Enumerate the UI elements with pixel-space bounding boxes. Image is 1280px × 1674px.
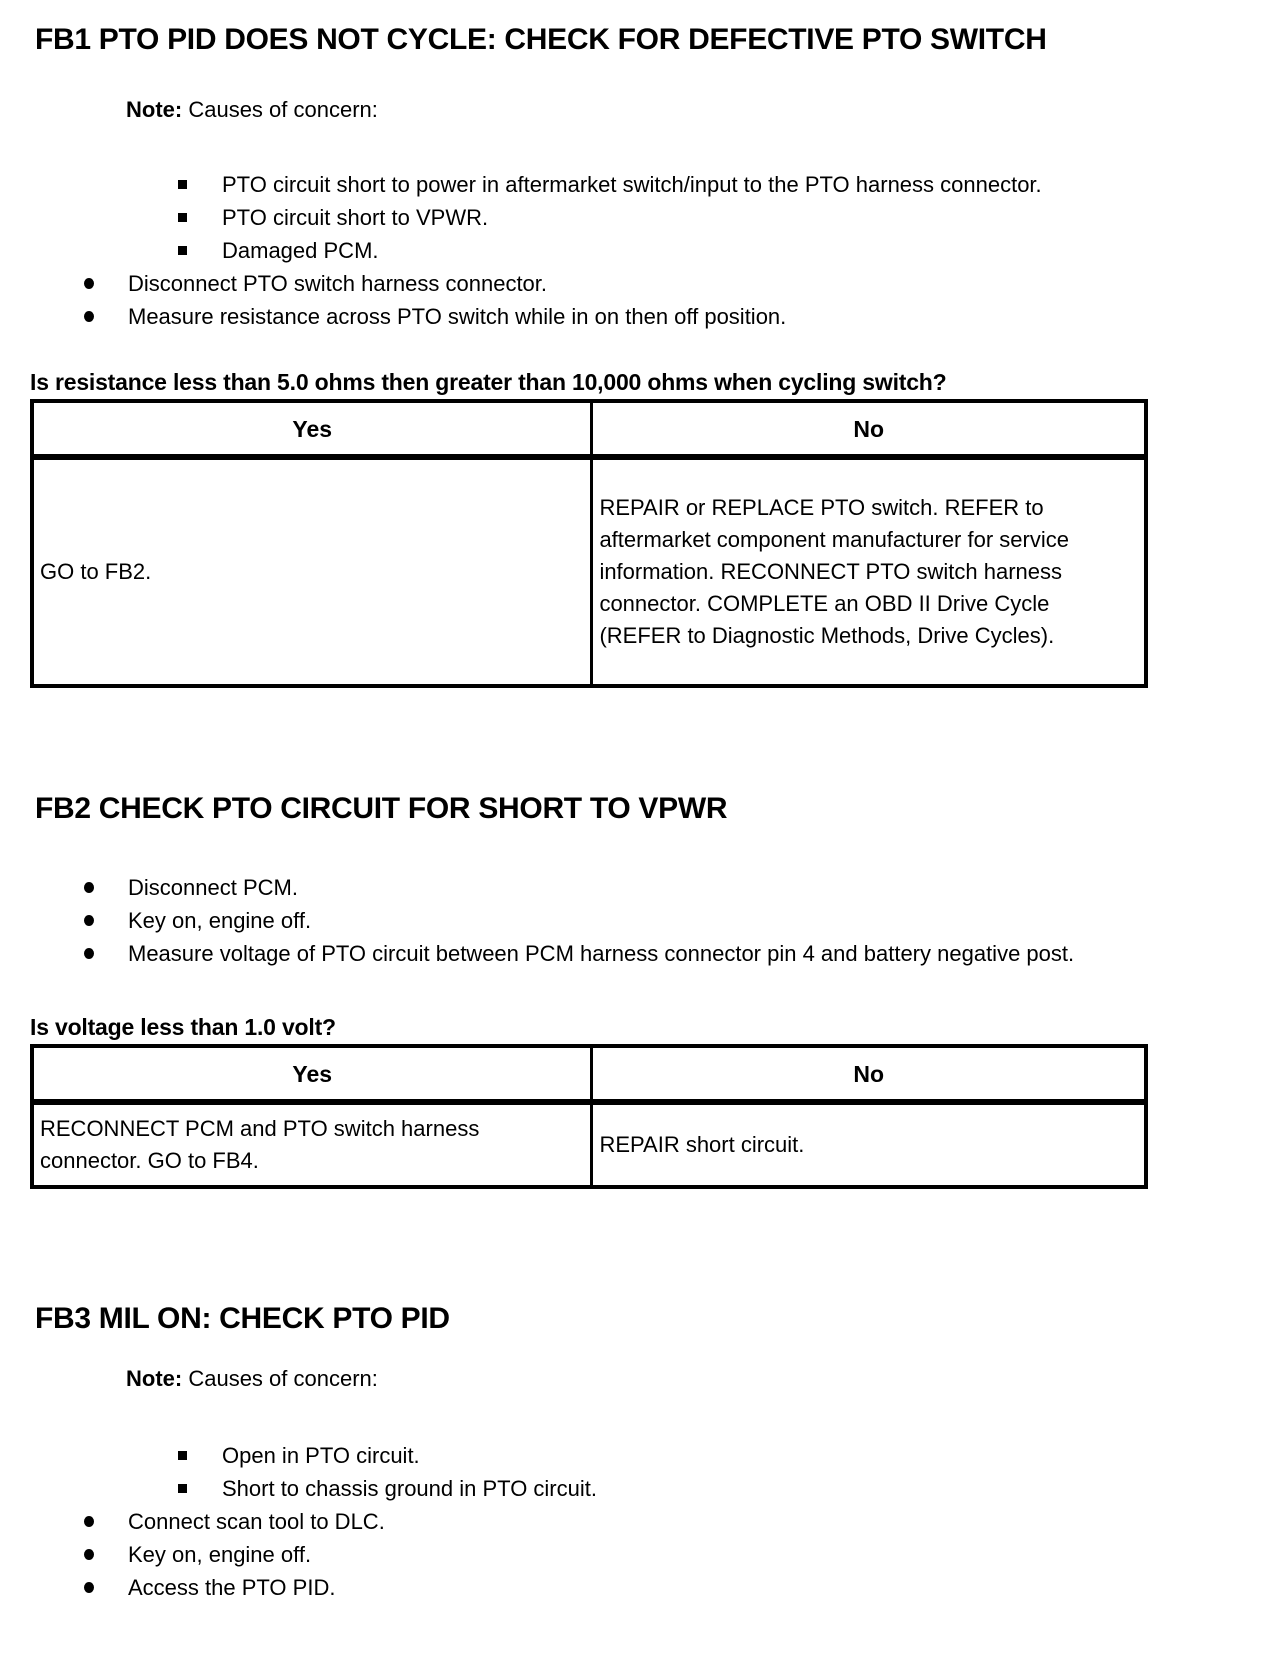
fb1-question: Is resistance less than 5.0 ohms then gr… xyxy=(30,369,947,395)
fb2-step-list: Disconnect PCM. Key on, engine off. Meas… xyxy=(0,871,1280,970)
no-action-cell: REPAIR short circuit. xyxy=(593,1105,1144,1185)
yes-action-cell: RECONNECT PCM and PTO switch harness con… xyxy=(34,1105,594,1185)
cause-item: PTO circuit short to power in aftermarke… xyxy=(178,168,1072,201)
step-item: Measure resistance across PTO switch whi… xyxy=(84,300,1078,333)
no-action-text: REPAIR short circuit. xyxy=(599,1132,805,1157)
no-header-cell: No xyxy=(853,416,885,442)
fb3-note-label: Note: xyxy=(126,1366,183,1391)
fb1-step-list: Disconnect PTO switch harness connector.… xyxy=(0,267,1280,333)
fb3-note-text: Causes of concern: xyxy=(182,1366,378,1391)
fb1-table-body-row: GO to FB2. REPAIR or REPLACE PTO switch.… xyxy=(34,460,1144,684)
cause-item: Short to chassis ground in PTO circuit. xyxy=(178,1472,1072,1505)
fb3-heading: FB3 MIL ON: CHECK PTO PID xyxy=(35,1302,450,1335)
no-action-cell: REPAIR or REPLACE PTO switch. REFER to a… xyxy=(593,460,1144,684)
step-item: Key on, engine off. xyxy=(84,1538,1078,1571)
fb2-decision-table: Yes No RECONNECT PCM and PTO switch harn… xyxy=(30,1044,1148,1189)
step-item: Key on, engine off. xyxy=(84,904,1078,937)
fb1-decision-table: Yes No GO to FB2. REPAIR or REPLACE PTO … xyxy=(30,399,1148,688)
fb1-table-header-row: Yes No xyxy=(34,403,1144,460)
fb1-note-label: Note: xyxy=(126,97,183,122)
no-action-text: REPAIR or REPLACE PTO switch. REFER to a… xyxy=(599,495,1069,648)
cause-item: PTO circuit short to VPWR. xyxy=(178,201,1072,234)
cause-item: Damaged PCM. xyxy=(178,234,1072,267)
section-fb2: FB2 CHECK PTO CIRCUIT FOR SHORT TO VPWR … xyxy=(0,791,1280,1189)
fb1-note: Note: Causes of concern: xyxy=(126,94,1280,126)
section-fb1: FB1 PTO PID DOES NOT CYCLE: CHECK FOR DE… xyxy=(0,22,1280,688)
cause-item: Open in PTO circuit. xyxy=(178,1439,1072,1472)
fb2-heading: FB2 CHECK PTO CIRCUIT FOR SHORT TO VPWR xyxy=(35,792,728,825)
fb2-table-body-row: RECONNECT PCM and PTO switch harness con… xyxy=(34,1105,1144,1185)
yes-action-text: RECONNECT PCM and PTO switch harness con… xyxy=(40,1116,480,1173)
fb3-step-list: Connect scan tool to DLC. Key on, engine… xyxy=(0,1505,1280,1604)
section-fb3: FB3 MIL ON: CHECK PTO PID Note: Causes o… xyxy=(0,1301,1280,1604)
yes-header-cell: Yes xyxy=(34,1048,594,1099)
yes-header-cell: Yes xyxy=(34,403,594,454)
step-item: Disconnect PTO switch harness connector. xyxy=(84,267,1078,300)
yes-action-text: GO to FB2. xyxy=(40,559,152,584)
no-header-cell: No xyxy=(853,1061,885,1087)
fb2-question: Is voltage less than 1.0 volt? xyxy=(30,1014,336,1040)
fb1-heading: FB1 PTO PID DOES NOT CYCLE: CHECK FOR DE… xyxy=(35,23,1047,56)
fb2-table-header-row: Yes No xyxy=(34,1048,1144,1105)
step-item: Disconnect PCM. xyxy=(84,871,1078,904)
yes-action-cell: GO to FB2. xyxy=(34,460,594,684)
fb3-note: Note: Causes of concern: xyxy=(126,1363,1280,1395)
step-item: Connect scan tool to DLC. xyxy=(84,1505,1078,1538)
fb1-cause-list: PTO circuit short to power in aftermarke… xyxy=(0,168,1280,267)
step-item: Measure voltage of PTO circuit between P… xyxy=(84,937,1078,970)
step-item: Access the PTO PID. xyxy=(84,1571,1078,1604)
fb1-note-text: Causes of concern: xyxy=(182,97,378,122)
fb3-cause-list: Open in PTO circuit. Short to chassis gr… xyxy=(0,1439,1280,1505)
